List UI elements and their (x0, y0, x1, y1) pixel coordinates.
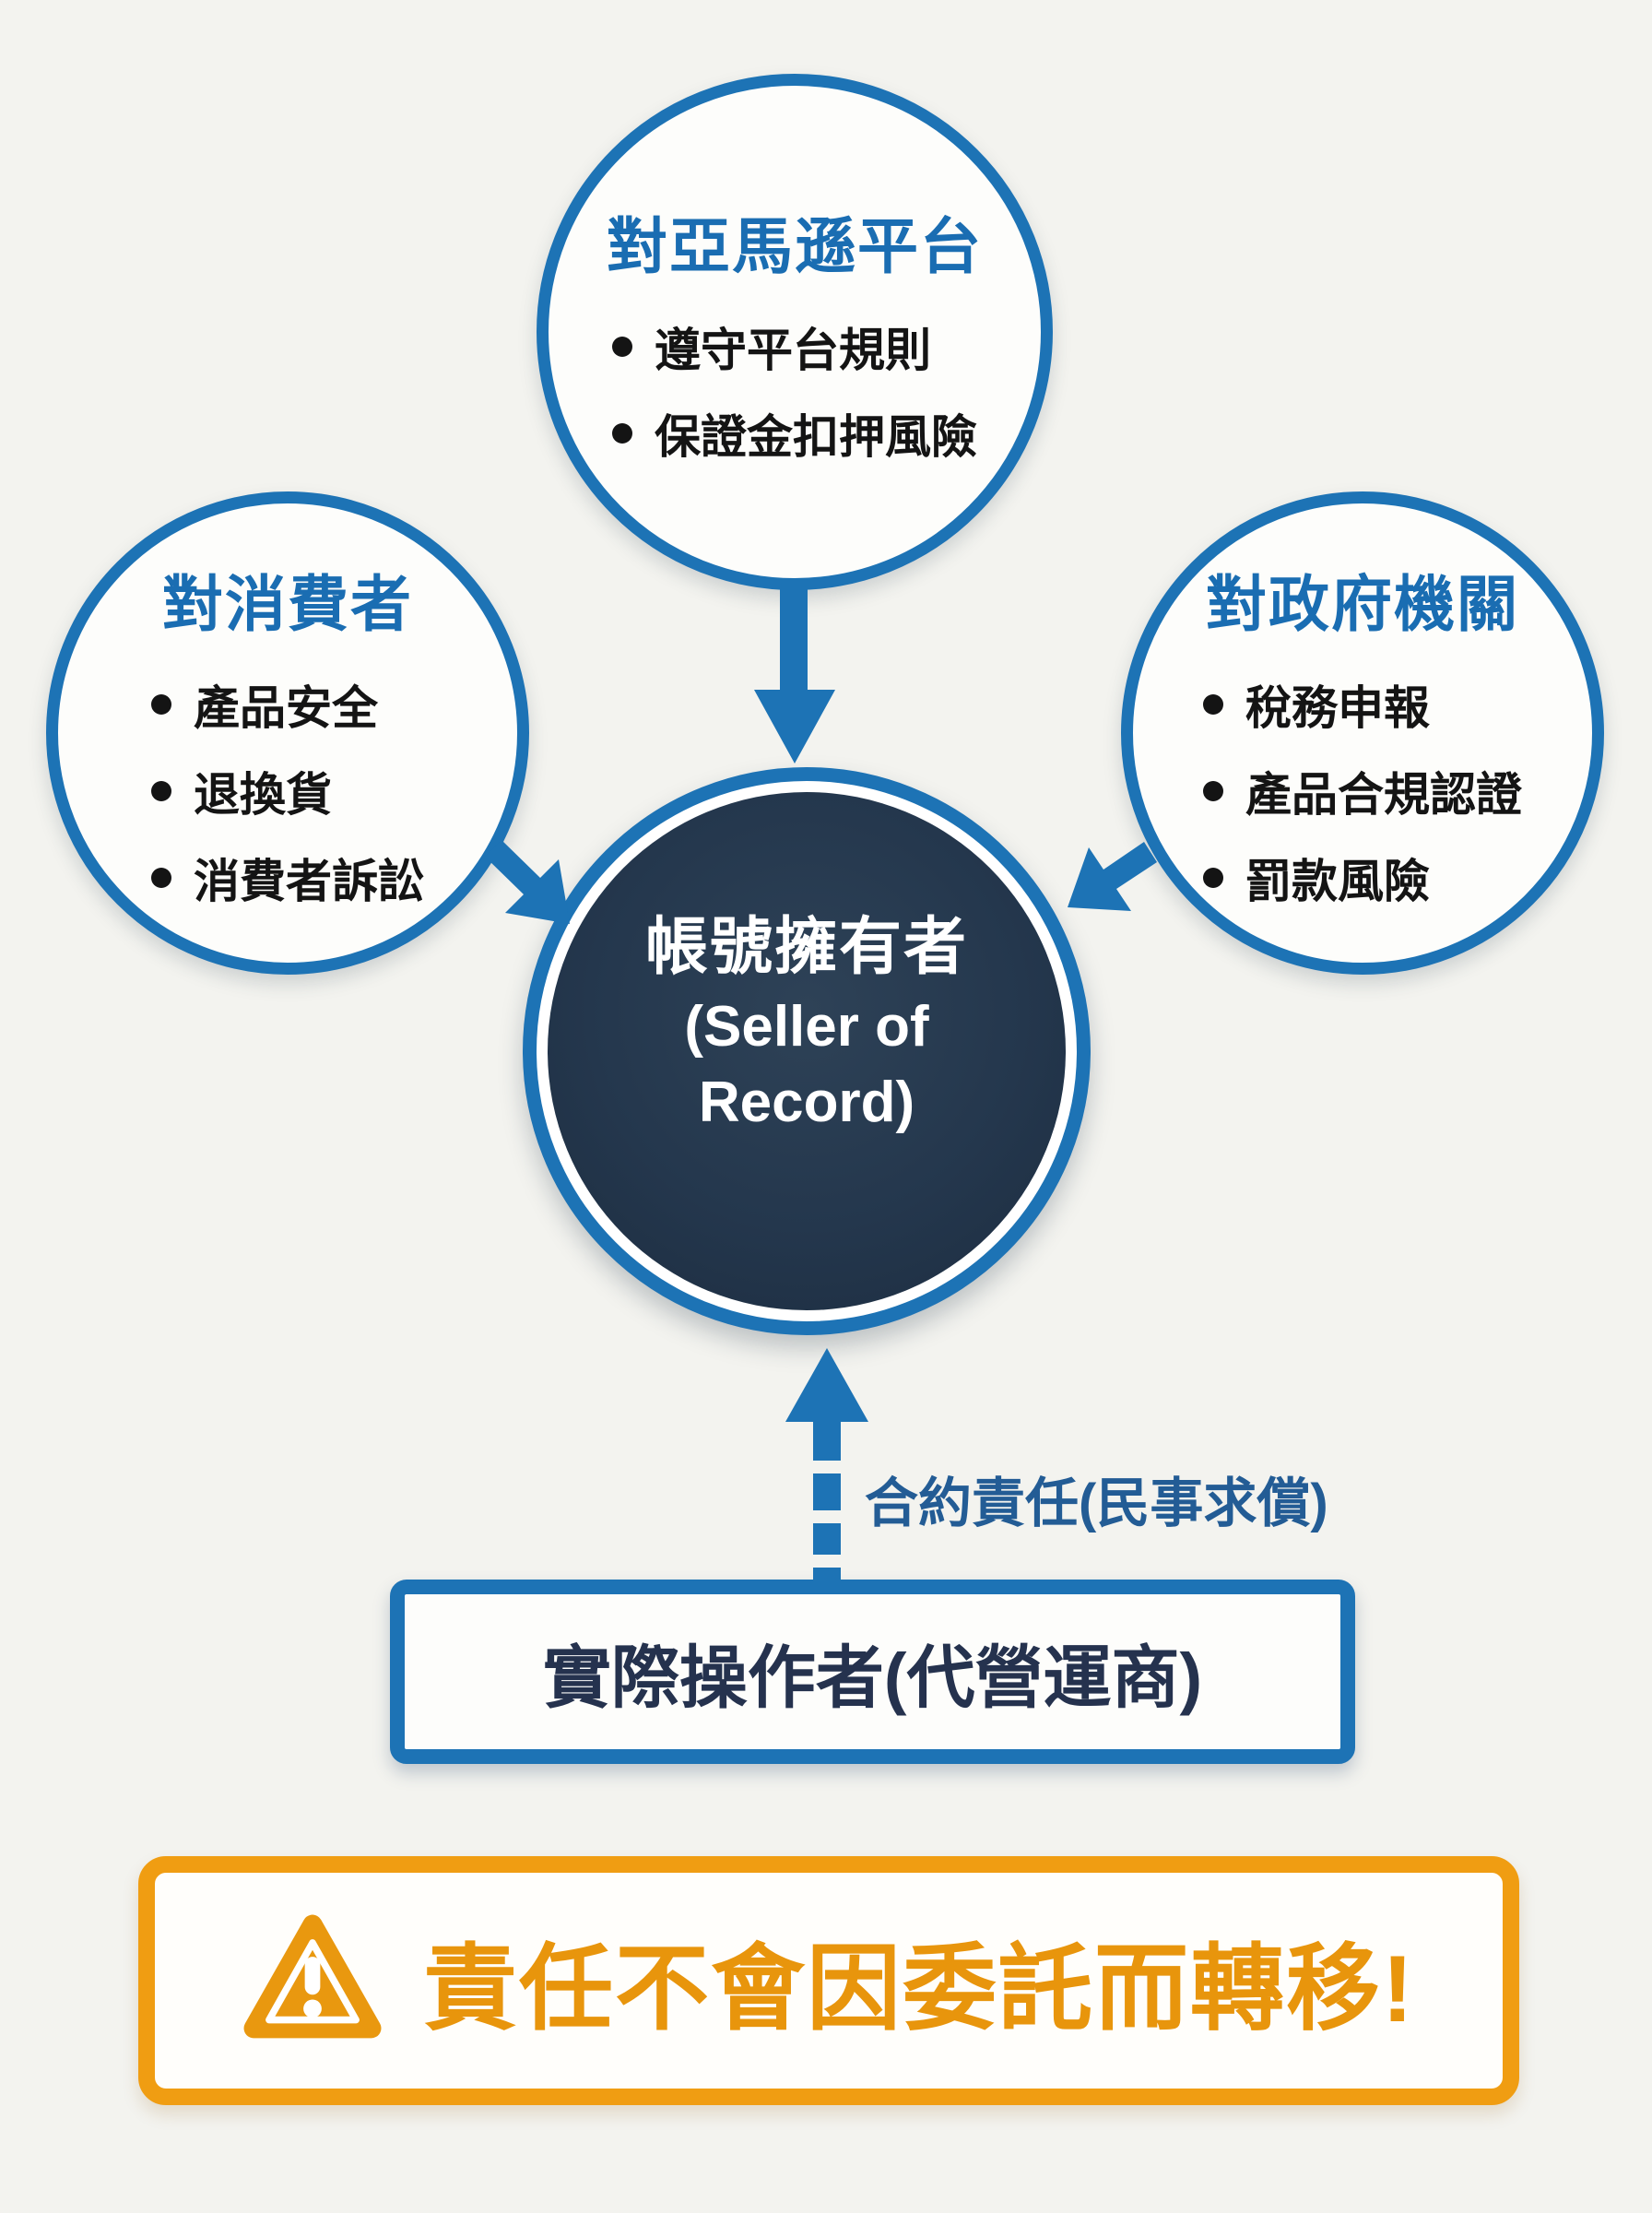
node-government-agencies: 對政府機關 稅務申報 產品合規認證 罰款風險 (1121, 491, 1604, 975)
node-consumers-list: 產品安全 退換貨 消費者訴訟 (151, 671, 424, 911)
bullet-dot-icon (1203, 781, 1223, 801)
node-actual-operator-label: 實際操作者(代營運商) (542, 1639, 1203, 1716)
node-amazon-platform-list: 遵守平台規則 保證金扣押風險 (612, 314, 977, 467)
warning-triangle-icon (243, 1914, 382, 2039)
bullet-dot-icon (151, 868, 171, 888)
node-seller-of-record-label: 帳號擁有者 (Seller of Record) (645, 906, 968, 1140)
seller-line-latin-1: (Seller of (684, 995, 929, 1059)
contract-liability-label: 合約責任(民事求償) (865, 1473, 1328, 1533)
node-consumers-title: 對消費者 (162, 570, 413, 638)
bullet-dot-icon (1203, 694, 1223, 715)
list-item-label: 罰款風險 (1245, 856, 1430, 907)
node-government-agencies-list: 稅務申報 產品合規認證 罰款風險 (1203, 671, 1522, 911)
node-consumers: 對消費者 產品安全 退換貨 消費者訴訟 (46, 491, 529, 975)
arrow-platform-to-seller (754, 586, 835, 763)
node-amazon-platform-title: 對亞馬遜平台 (607, 212, 983, 280)
list-item: 消費者訴訟 (151, 845, 424, 911)
warning-banner-text: 責任不會因委託而轉移! (423, 1935, 1415, 2041)
bullet-dot-icon (151, 694, 171, 715)
arrow-government-to-seller (1068, 842, 1157, 911)
bullet-dot-icon (151, 781, 171, 801)
arrow-consumers-to-seller (485, 840, 570, 924)
node-seller-of-record-inner: 帳號擁有者 (Seller of Record) (548, 792, 1066, 1310)
warning-banner: 責任不會因委託而轉移! (138, 1856, 1519, 2105)
arrow-operator-to-seller-dashed (785, 1348, 868, 1581)
list-item: 保證金扣押風險 (612, 400, 977, 467)
list-item: 退換貨 (151, 758, 424, 824)
list-item-label: 保證金扣押風險 (655, 411, 977, 463)
list-item-label: 產品安全 (194, 682, 378, 734)
seller-line-cjk: 帳號擁有者 (644, 912, 968, 983)
list-item-label: 稅務申報 (1245, 682, 1430, 734)
list-item-label: 退換貨 (194, 769, 332, 821)
list-item-label: 遵守平台規則 (655, 325, 931, 376)
node-amazon-platform: 對亞馬遜平台 遵守平台規則 保證金扣押風險 (537, 74, 1053, 590)
node-actual-operator: 實際操作者(代營運商) (390, 1580, 1355, 1764)
list-item: 罰款風險 (1203, 845, 1522, 911)
bullet-dot-icon (612, 423, 632, 444)
bullet-dot-icon (612, 337, 632, 357)
list-item: 稅務申報 (1203, 671, 1522, 738)
list-item: 產品安全 (151, 671, 424, 738)
list-item: 產品合規認證 (1203, 758, 1522, 824)
node-seller-of-record: 帳號擁有者 (Seller of Record) (523, 767, 1091, 1335)
seller-line-latin-2: Record) (698, 1070, 915, 1134)
node-government-agencies-title: 對政府機關 (1206, 570, 1519, 638)
bullet-dot-icon (1203, 868, 1223, 888)
list-item-label: 產品合規認證 (1245, 769, 1522, 821)
list-item: 遵守平台規則 (612, 314, 977, 380)
list-item-label: 消費者訴訟 (194, 856, 424, 907)
